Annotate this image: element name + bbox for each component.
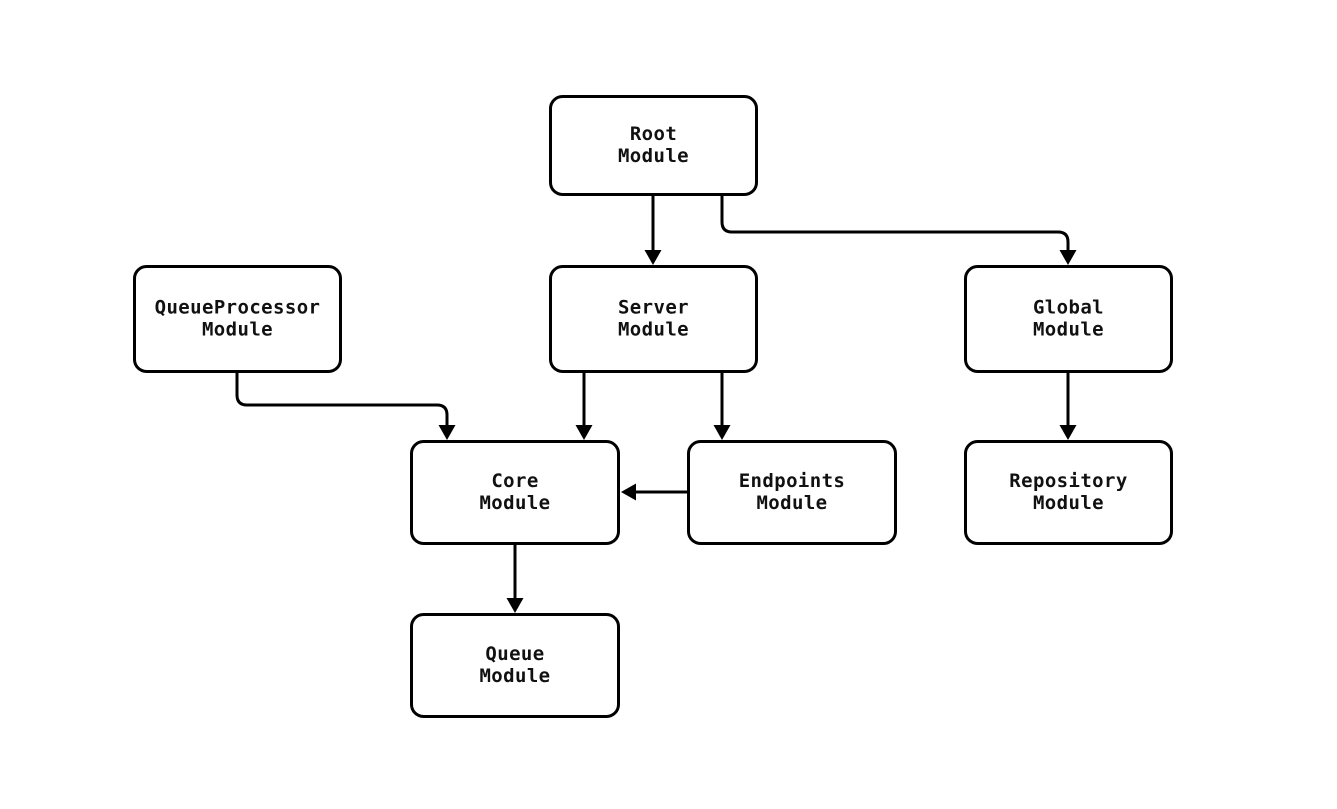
node-label-line2: Module — [756, 492, 827, 514]
node-label-line1: Global — [1033, 297, 1104, 319]
arrowhead-icon — [575, 425, 593, 440]
node-box[interactable] — [549, 265, 758, 373]
node-label-line2: Module — [1033, 319, 1104, 341]
node-label-line2: Module — [479, 492, 550, 514]
arrowhead-icon — [1059, 250, 1077, 265]
node-box[interactable] — [964, 440, 1173, 545]
nodes-layer: RootModuleQueueProcessorModuleServerModu… — [133, 95, 1173, 718]
edge-global-to-repository — [1059, 373, 1077, 440]
edge-root-to-global — [720, 196, 1077, 265]
node-label-line1: Endpoints — [739, 470, 846, 492]
edge-line — [235, 373, 449, 433]
node-box[interactable] — [687, 440, 897, 545]
node-label-line2: Module — [1033, 492, 1104, 514]
arrowhead-icon — [644, 250, 662, 265]
edge-root-to-server — [644, 196, 662, 265]
edge-core-to-queue — [506, 545, 524, 613]
node-label-line2: Module — [618, 145, 689, 167]
node-box[interactable] — [964, 265, 1173, 373]
node-box[interactable] — [410, 440, 620, 545]
arrowhead-icon — [1059, 425, 1077, 440]
node-label-line2: Module — [618, 319, 689, 341]
edge-endpoints-to-core — [621, 483, 687, 501]
edge-server-to-endpoints — [713, 373, 731, 440]
edge-queueprocessor-to-core — [235, 373, 456, 440]
node-box[interactable] — [549, 95, 758, 196]
node-label-line2: Module — [202, 319, 273, 341]
edge-line — [720, 196, 1070, 258]
node-label-line1: Root — [630, 123, 677, 145]
node-box[interactable] — [410, 613, 620, 718]
arrowhead-icon — [438, 425, 456, 440]
edge-server-to-core — [575, 373, 593, 440]
arrowhead-icon — [506, 598, 524, 613]
arrowhead-icon — [713, 425, 731, 440]
node-label-line1: Core — [491, 470, 538, 492]
node-label-line2: Module — [479, 665, 550, 687]
arrowhead-icon — [621, 483, 636, 501]
edges-layer — [235, 196, 1077, 613]
node-label-line1: QueueProcessor — [155, 297, 321, 319]
node-label-line1: Server — [618, 297, 689, 319]
node-label-line1: Queue — [485, 643, 544, 665]
node-box[interactable] — [133, 265, 342, 373]
node-label-line1: Repository — [1009, 470, 1127, 492]
